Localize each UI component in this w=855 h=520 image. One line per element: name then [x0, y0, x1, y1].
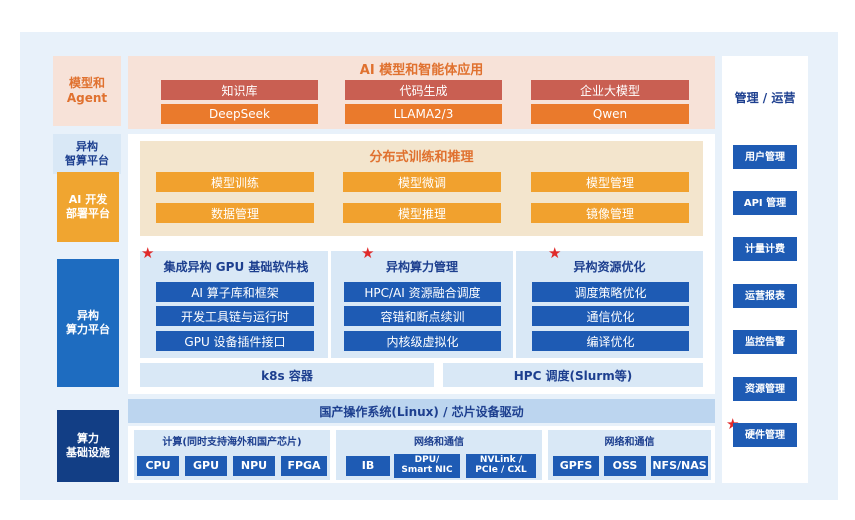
- train-image-management: 镜像管理: [531, 203, 689, 223]
- mgmt-user: 用户管理: [733, 145, 797, 169]
- train-model-training: 模型训练: [156, 172, 314, 192]
- stack-col3-item: 通信优化: [532, 306, 689, 326]
- stack-col2-item: 容错和断点续训: [344, 306, 501, 326]
- stack-col1-item: AI 算子库和框架: [156, 282, 314, 302]
- stack-col2-item: HPC/AI 资源融合调度: [344, 282, 501, 302]
- network-ib: IB: [346, 456, 390, 476]
- compute-cpu: CPU: [137, 456, 179, 476]
- mgmt-resources: 资源管理: [733, 377, 797, 401]
- train-model-finetune: 模型微调: [343, 172, 501, 192]
- star-icon: ★: [361, 244, 375, 262]
- left-label-infra: 算力 基础设施: [57, 410, 119, 482]
- k8s-container: k8s 容器: [140, 363, 434, 387]
- stack-col2-title: 异构算力管理: [385, 259, 458, 274]
- left-label-hetero-compute: 异构 算力平台: [57, 259, 119, 387]
- left-label-agent: 模型和 Agent: [53, 56, 121, 126]
- storage-oss: OSS: [604, 456, 646, 476]
- management-panel: [722, 56, 808, 483]
- train-model-inference: 模型推理: [343, 203, 501, 223]
- model-qwen: Qwen: [531, 104, 689, 124]
- stack-col1-title: 集成异构 GPU 基础软件栈: [163, 259, 309, 274]
- stack-col3-item: 编译优化: [532, 331, 689, 351]
- storage-nfs: NFS/NAS: [651, 456, 708, 476]
- storage-gpfs: GPFS: [553, 456, 599, 476]
- management-title: 管理 / 运营: [734, 90, 796, 105]
- os-driver-bar: 国产操作系统(Linux) / 芯片设备驱动: [128, 399, 715, 423]
- train-model-management: 模型管理: [531, 172, 689, 192]
- app-enterprise-llm: 企业大模型: [531, 80, 689, 100]
- storage-title: 网络和通信: [604, 436, 655, 448]
- network-dpu: DPU/ Smart NIC: [394, 454, 460, 478]
- network-title: 网络和通信: [414, 436, 464, 448]
- training-title: 分布式训练和推理: [369, 149, 474, 165]
- left-label-hetero-smart: 异构 智算平台: [53, 134, 121, 174]
- compute-fpga: FPGA: [281, 456, 327, 476]
- hpc-scheduling: HPC 调度(Slurm等): [443, 363, 703, 387]
- app-code-gen: 代码生成: [345, 80, 502, 100]
- stack-col2-item: 内核级虚拟化: [344, 331, 501, 351]
- mgmt-billing: 计量计费: [733, 237, 797, 261]
- left-label-ai-dev: AI 开发 部署平台: [57, 172, 119, 242]
- stack-col1-item: GPU 设备插件接口: [156, 331, 314, 351]
- train-data-management: 数据管理: [156, 203, 314, 223]
- apps-title: AI 模型和智能体应用: [359, 62, 484, 78]
- mgmt-reports: 运营报表: [733, 284, 797, 308]
- mgmt-api: API 管理: [733, 191, 797, 215]
- app-knowledge-base: 知识库: [161, 80, 318, 100]
- compute-npu: NPU: [233, 456, 275, 476]
- stack-col1-item: 开发工具链与运行时: [156, 306, 314, 326]
- model-llama: LLAMA2/3: [345, 104, 502, 124]
- star-icon: ★: [548, 244, 562, 262]
- stack-col3-item: 调度策略优化: [532, 282, 689, 302]
- star-icon: ★: [141, 244, 155, 262]
- mgmt-monitoring: 监控告警: [733, 330, 797, 354]
- compute-gpu: GPU: [185, 456, 227, 476]
- compute-title: 计算(同时支持海外和国产芯片): [162, 436, 302, 448]
- network-nvlink: NVLink / PCIe / CXL: [466, 454, 536, 478]
- mgmt-hardware: 硬件管理: [733, 423, 797, 447]
- model-deepseek: DeepSeek: [161, 104, 318, 124]
- stack-col3-title: 异构资源优化: [573, 259, 646, 274]
